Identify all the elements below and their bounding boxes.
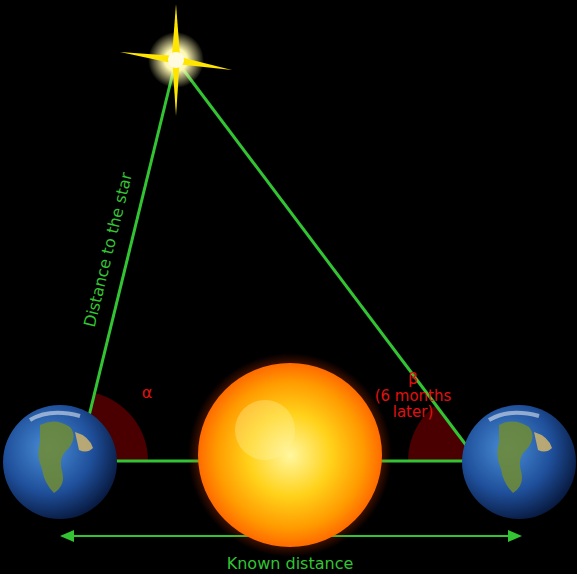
angle-label: β [408, 370, 418, 388]
angle-label: α [142, 384, 153, 402]
note-label: (6 months later) [372, 388, 454, 421]
earth-right [462, 405, 576, 519]
distance-label: Distance to the star [81, 171, 136, 329]
sun [188, 353, 392, 557]
star [120, 4, 232, 116]
distance-label: Known distance [227, 555, 354, 573]
earth-left [3, 405, 117, 519]
